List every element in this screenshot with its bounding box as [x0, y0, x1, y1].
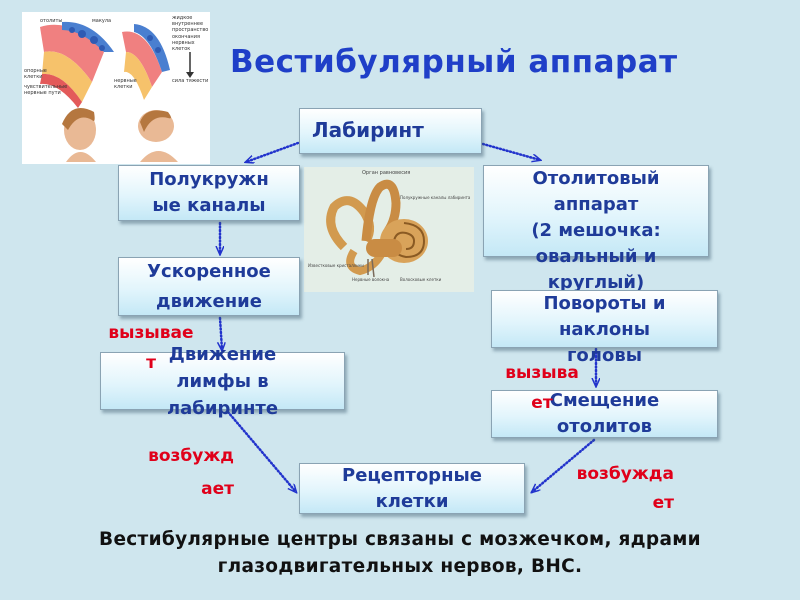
nerve-fibers-caption: Нервные волокна — [352, 277, 390, 282]
fig-label-nerve-endings: окончания нервных клеток — [172, 34, 200, 52]
slide-title: Вестибулярный аппарат — [230, 44, 678, 80]
node-lymph-motion: Движение лимфы в лабиринте — [100, 344, 345, 419]
node-semicircular-canals: Полукружн ые каналы — [118, 165, 300, 221]
fig-label-support-cells: опорные клетки — [24, 68, 47, 80]
node-otolith-displacement: Смещение отолитов — [491, 390, 718, 438]
fig-label-inner-fluid: жидкое внутреннее пространство — [172, 15, 209, 33]
arrow-accelerated-to-lymph — [220, 316, 222, 350]
node-accelerated-motion: Ускоренное движение — [118, 257, 300, 316]
label-causes-left: вызывае т — [108, 323, 194, 373]
canals-caption: Полукружные каналы лабиринта — [400, 195, 471, 200]
label-excites-right: возбужда ет — [576, 464, 674, 513]
fig-label-gravity: сила тяжести — [172, 78, 209, 84]
node-labyrinth: Лабиринт — [299, 108, 482, 154]
fig-label-macula: макула — [92, 18, 112, 24]
fig-label-otoliths: отолиты — [40, 18, 63, 24]
organ-caption: Орган равновесия — [362, 170, 411, 176]
otolith-illustration: отолиты макула опорные клетки чувствител… — [22, 12, 210, 164]
node-head-turns: Повороты и наклоны головы — [491, 290, 718, 366]
arrow-labyrinth-to-otolith — [481, 142, 540, 160]
ear-organ-illustration: Орган равновесия Полукружные каналы лаби… — [304, 167, 474, 292]
calc-caption: Известковые кристаллики — [308, 263, 364, 268]
fig-label-sensory-cells: чувствительные нервные пути — [24, 84, 68, 96]
arrow-lymph-to-receptors — [226, 410, 296, 492]
arrow-labyrinth-to-semicircular — [246, 141, 300, 162]
arrow-displacement-to-receptors — [532, 438, 596, 492]
footer-note: Вестибулярные центры связаны с мозжечком… — [99, 529, 701, 577]
label-excites-left: возбужд ает — [148, 446, 234, 499]
fig-label-nerve-cells: нервные клетки — [114, 78, 137, 90]
hair-cells-caption: Волосковые клетки — [400, 277, 442, 282]
node-receptor-cells: Рецепторные клетки — [299, 463, 525, 514]
label-causes-right: вызыва ет — [505, 363, 579, 413]
node-otolith-apparatus: Отолитовый аппарат (2 мешочка: овальный … — [483, 165, 709, 293]
